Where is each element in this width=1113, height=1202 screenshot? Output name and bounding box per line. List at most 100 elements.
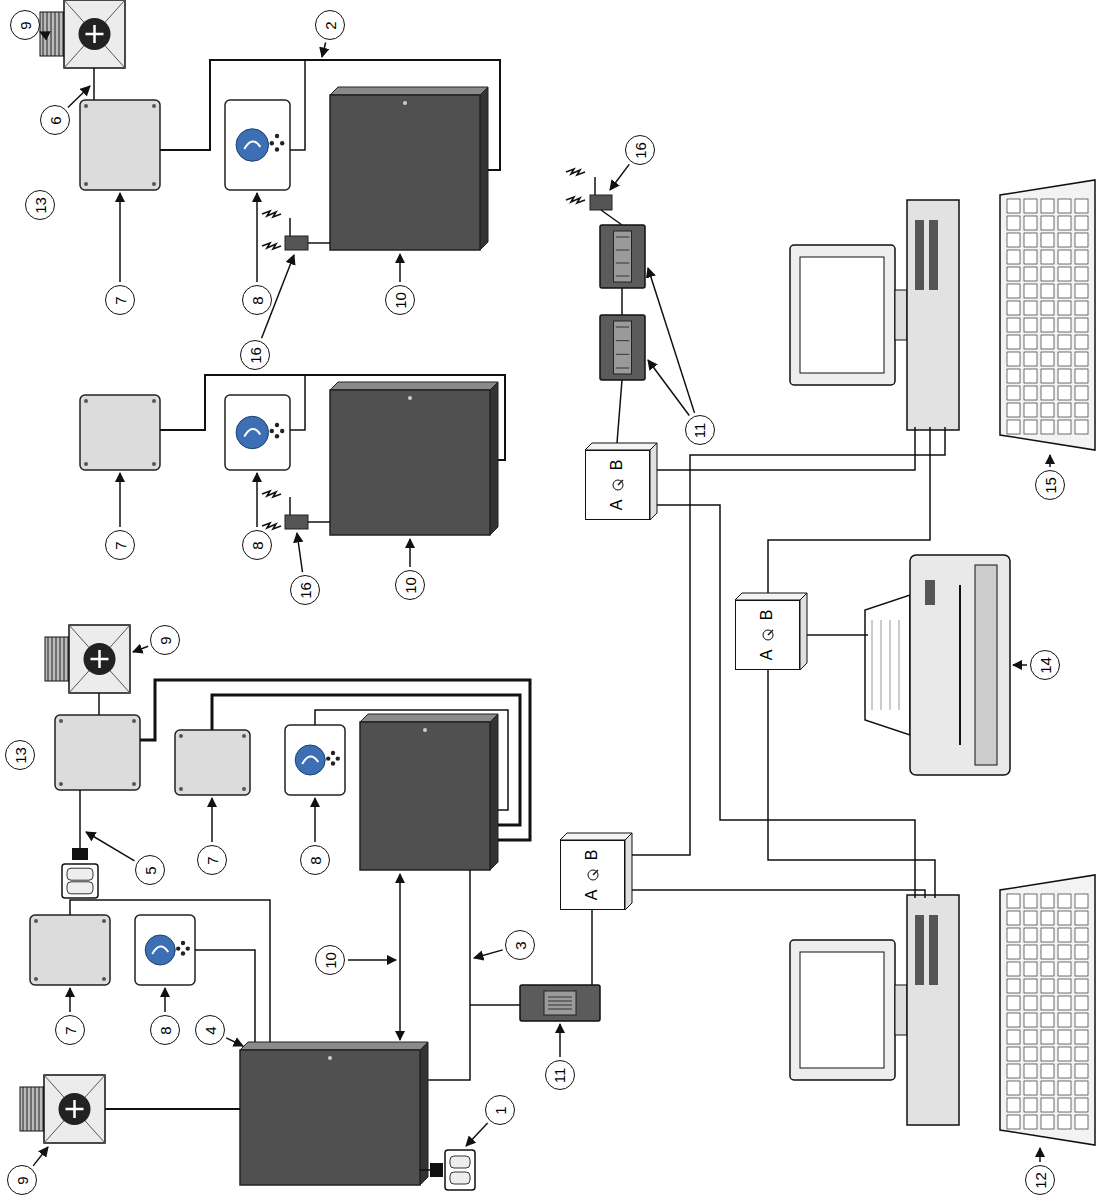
key (1041, 979, 1054, 993)
key (1041, 1047, 1054, 1061)
keyboard (1000, 180, 1095, 450)
drive (929, 220, 938, 290)
screw (152, 462, 156, 466)
key (1007, 962, 1020, 976)
key (1024, 233, 1037, 247)
logo-swirl (244, 429, 260, 437)
wire (470, 1004, 520, 1006)
key (1041, 962, 1054, 976)
wire (98, 693, 100, 715)
reader-led (270, 141, 274, 145)
callout-circle: 8 (242, 285, 272, 315)
lens-rib (52, 637, 53, 681)
wire (308, 521, 330, 523)
key (1075, 1115, 1088, 1129)
key (1041, 284, 1054, 298)
key (1007, 216, 1020, 230)
drive (929, 915, 938, 985)
paper-tray (865, 595, 910, 735)
key (1075, 1047, 1088, 1061)
leader-arrow (33, 1147, 48, 1166)
lens-rib (31, 1087, 32, 1131)
reader-led (181, 941, 185, 945)
key (1075, 369, 1088, 383)
key (1024, 318, 1037, 332)
key (1058, 962, 1071, 976)
screw (84, 182, 88, 186)
key (1075, 1098, 1088, 1112)
paper-slot (959, 585, 961, 745)
lens-rib (48, 637, 49, 681)
key (1041, 1030, 1054, 1044)
reader-logo (145, 935, 175, 965)
switch-port: A (584, 890, 600, 901)
lens-rib (56, 637, 57, 681)
lens-rib (51, 12, 52, 56)
lens-cross (91, 650, 109, 668)
callout-circle: 14 (1030, 650, 1060, 680)
callout-circle: 7 (55, 1015, 85, 1045)
key (1024, 911, 1037, 925)
key (1058, 216, 1071, 230)
callout-number: 3 (513, 941, 528, 949)
key (1041, 301, 1054, 315)
knob (613, 480, 623, 490)
key (1007, 267, 1020, 281)
key (1007, 301, 1020, 315)
card-reader (285, 725, 345, 795)
input-module (80, 100, 160, 190)
callout-number: 5 (143, 866, 158, 874)
reader-logo (295, 745, 325, 775)
leader-arrow (211, 798, 213, 842)
callout-circle: 7 (197, 845, 227, 875)
socket (67, 882, 93, 894)
reader-led (186, 946, 190, 950)
reader-led (280, 141, 284, 145)
control-panel (360, 714, 498, 870)
key (1007, 1081, 1020, 1095)
reader-led (275, 147, 279, 151)
modem-face (614, 231, 632, 282)
leader-arrow (399, 254, 401, 282)
key (1041, 318, 1054, 332)
radio-wave (262, 491, 281, 497)
callout-number: 8 (250, 296, 265, 304)
radio-wave (566, 197, 585, 203)
callout-circle: 8 (150, 1015, 180, 1045)
leader-arrow (1039, 1148, 1041, 1162)
leader-arrow (1013, 664, 1027, 666)
wall-outlet (62, 864, 98, 898)
callout-circle: 3 (505, 930, 535, 960)
antenna (594, 177, 596, 195)
key (1058, 267, 1071, 281)
key (1007, 352, 1020, 366)
key (1041, 1013, 1054, 1027)
key (1007, 1030, 1020, 1044)
paper-line (890, 620, 891, 710)
key (1075, 1030, 1088, 1044)
leader-arrow (69, 988, 71, 1012)
knob (588, 870, 598, 880)
panel-side (490, 382, 498, 535)
key (1024, 979, 1037, 993)
lens-rib (39, 1087, 40, 1131)
key (1024, 250, 1037, 264)
modem-face (614, 321, 632, 374)
leader-arrow (466, 1123, 488, 1146)
panel-body (240, 1050, 420, 1185)
screw (84, 462, 88, 466)
camera-lens (84, 643, 116, 675)
key (1058, 335, 1071, 349)
key (1058, 301, 1071, 315)
drive (915, 915, 924, 985)
callout-number: 8 (158, 1026, 173, 1034)
key (1058, 233, 1071, 247)
screw (242, 787, 246, 791)
lens-barrel (45, 637, 69, 681)
screen (800, 952, 884, 1068)
screw (34, 919, 38, 923)
callout-circle: 10 (395, 570, 425, 600)
key (1024, 1013, 1037, 1027)
callout-number: 9 (158, 636, 173, 644)
key (1058, 1013, 1071, 1027)
